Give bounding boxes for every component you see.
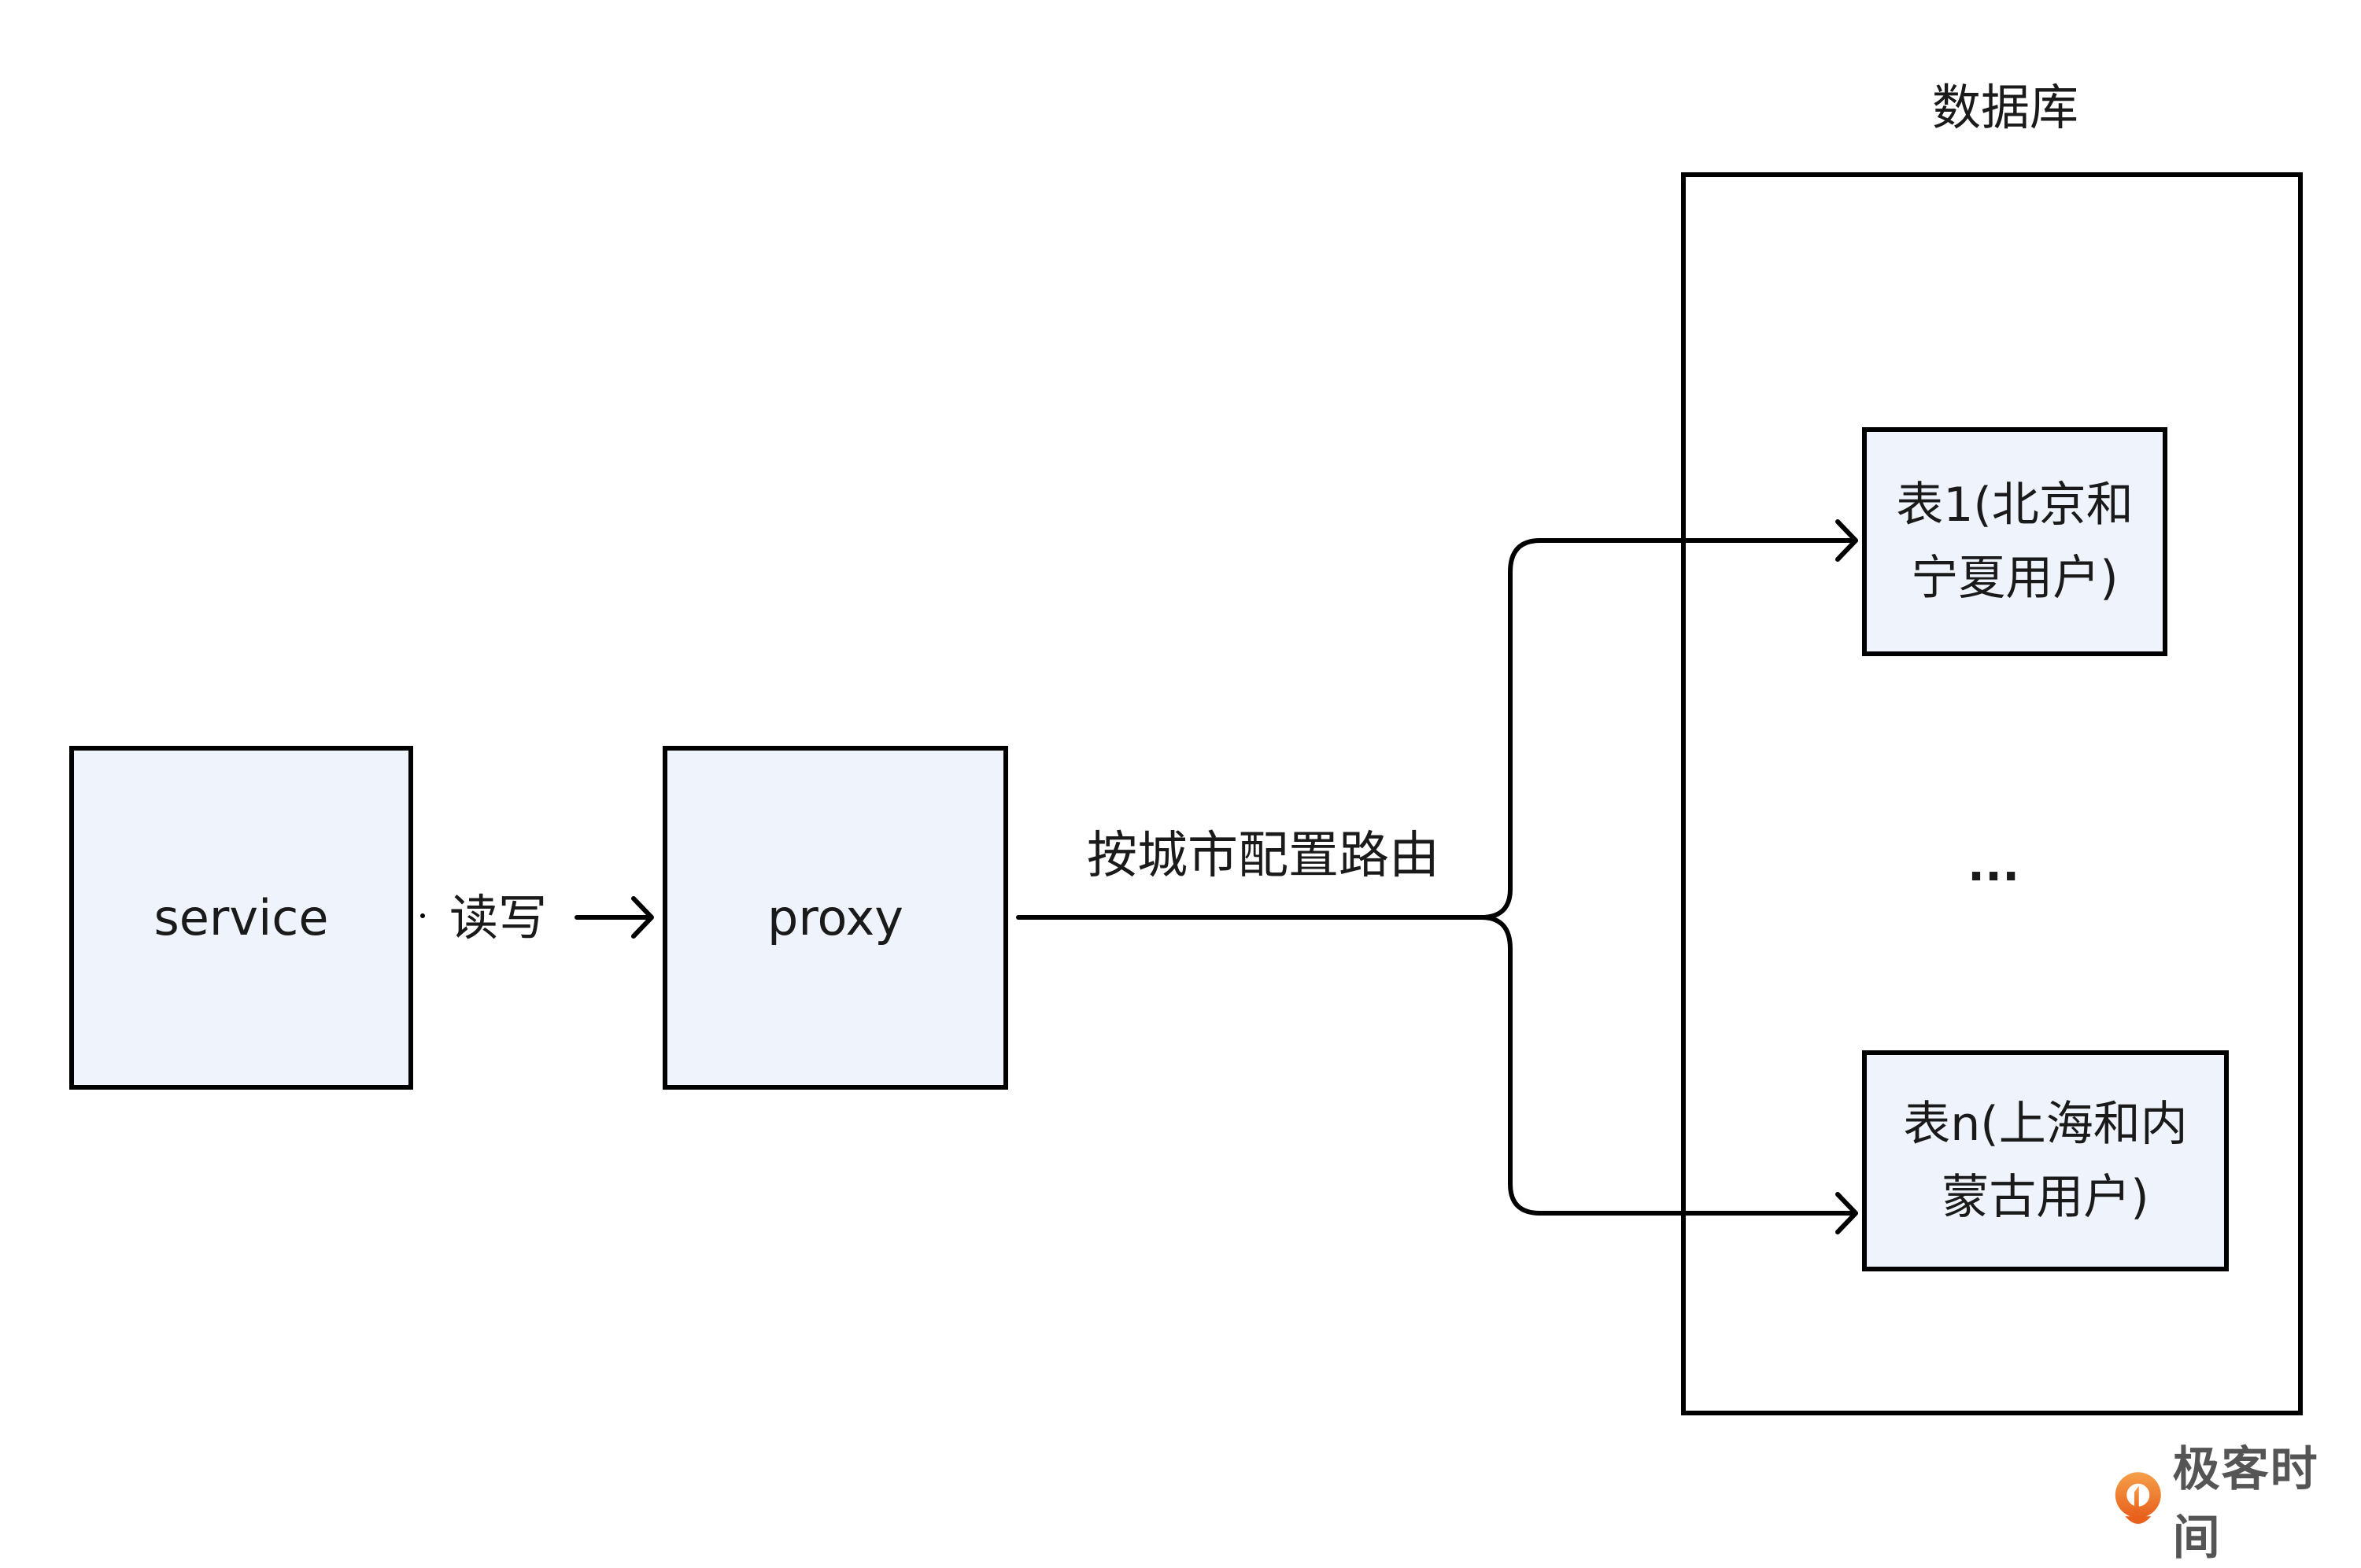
service-node[interactable]: service [69, 746, 413, 1090]
geektime-watermark: 极客时间 [2112, 1442, 2361, 1566]
read-write-label: 读写 [449, 889, 548, 946]
geektime-logo-icon [2115, 1472, 2161, 1524]
service-label: service [153, 889, 329, 946]
table-1-label-line-2: 宁夏用户) [1911, 550, 2119, 606]
arrowhead-table-n [1835, 1192, 1858, 1234]
database-container [1681, 172, 2303, 1415]
routing-brace [1016, 538, 1858, 1216]
proxy-label: proxy [767, 889, 903, 946]
proxy-node[interactable]: proxy [663, 746, 1008, 1090]
table-n-label-line-1: 表n(上海和内 [1903, 1096, 2188, 1152]
table-n-node[interactable]: 表n(上海和内 蒙古用户) [1862, 1050, 2229, 1271]
read-write-arrow [575, 896, 654, 939]
ellipsis-more-tables: ... [1968, 838, 2020, 891]
table-1-node[interactable]: 表1(北京和 宁夏用户) [1862, 427, 2167, 656]
connector-dot [420, 913, 425, 918]
database-title: 数据库 [1932, 79, 2079, 136]
table-n-label-line-2: 蒙古用户) [1942, 1169, 2149, 1225]
route-by-city-label: 按城市配置路由 [1087, 827, 1439, 885]
arrowhead-table-1 [1835, 519, 1858, 562]
table-1-label-line-1: 表1(北京和 [1896, 477, 2134, 533]
